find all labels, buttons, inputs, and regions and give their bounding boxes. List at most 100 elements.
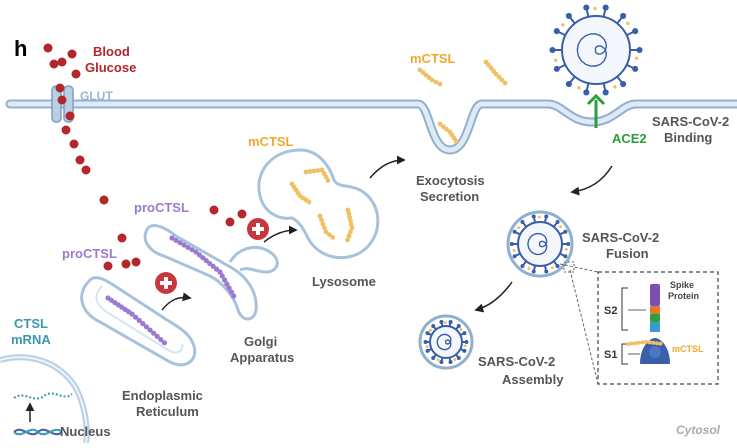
glucose-dot <box>225 217 235 227</box>
mctsl-bead <box>436 358 440 362</box>
mctsl-bead <box>613 85 617 89</box>
bead <box>319 167 325 173</box>
procTSL-golgi-chain <box>169 235 237 299</box>
mctsl-bead <box>453 357 457 361</box>
nucleus <box>0 354 90 444</box>
spike-protein-inset <box>559 261 719 385</box>
bead <box>322 225 327 231</box>
ace2-receptor <box>586 93 606 128</box>
sars-cov-2-virion-fusion <box>506 210 574 278</box>
bead <box>502 80 508 86</box>
mctsl-bead <box>463 344 467 348</box>
mctsl-bead <box>577 86 581 90</box>
procTSL-er-chain <box>105 295 167 346</box>
procTSL-chain-golgi <box>169 235 237 299</box>
mctsl-inset-chain <box>626 340 663 346</box>
ctsl-mrna-label-line2: mRNA <box>11 332 51 347</box>
spike-head <box>544 214 549 219</box>
mctsl-bead <box>527 266 531 270</box>
bead <box>644 340 648 344</box>
glucose-dot <box>55 83 65 93</box>
spike-head <box>520 219 525 224</box>
mctsl-bead <box>537 215 541 219</box>
spike-head <box>602 89 609 96</box>
bead <box>221 277 228 283</box>
bead <box>640 340 645 345</box>
spike-head <box>448 359 453 364</box>
bead <box>161 340 167 346</box>
spike-head <box>549 46 556 54</box>
spike-head <box>431 356 436 361</box>
binding-label-line2: Binding <box>664 130 712 145</box>
spike-head <box>566 242 571 246</box>
spike-head <box>565 12 572 20</box>
bead <box>323 174 329 180</box>
plus-icon-er <box>155 272 177 294</box>
mctsl-bead <box>559 225 563 229</box>
mctsl-lyso-2 <box>317 213 336 240</box>
panel-letter: h <box>14 36 27 61</box>
bead <box>346 211 352 217</box>
spike-head <box>544 269 549 274</box>
bead <box>499 77 505 83</box>
glucose-dot <box>99 195 109 205</box>
bead <box>151 330 157 336</box>
spike-head <box>512 229 517 234</box>
bead <box>323 229 329 235</box>
bead <box>319 217 324 223</box>
glucose-dot <box>43 43 53 53</box>
bead <box>636 340 641 345</box>
bead <box>224 281 230 287</box>
glucose-dot <box>117 233 127 243</box>
spike-head <box>553 28 560 35</box>
spike-head <box>636 46 643 54</box>
glucose-dot <box>131 257 141 267</box>
bead <box>626 342 630 346</box>
exocytosis-label-line2: Secretion <box>420 189 479 204</box>
inset-mctsl-label: mCTSL <box>672 344 704 354</box>
bead <box>306 199 312 205</box>
bead <box>629 341 634 346</box>
bead <box>207 260 213 267</box>
bead <box>193 249 199 255</box>
spike-head <box>431 323 436 328</box>
bead <box>213 266 220 272</box>
bead <box>158 337 164 343</box>
spike-head <box>439 320 444 325</box>
golgi-label-line1: Golgi <box>244 334 277 349</box>
glut-label: GLUT <box>80 89 113 103</box>
plus-icon-golgi <box>247 218 269 240</box>
sars-cov-2-virion-assembly <box>418 314 474 370</box>
bead <box>345 237 350 243</box>
bead <box>147 327 153 333</box>
nucleus-label: Nucleus <box>60 424 111 439</box>
ace2-label: ACE2 <box>612 131 647 146</box>
mctsl-secreted-2 <box>483 59 508 86</box>
exocytosis-label-line1: Exocytosis <box>416 173 485 188</box>
mctsl-lyso-1 <box>289 181 312 205</box>
fusion-label-line1: SARS-CoV-2 <box>582 230 659 245</box>
assembly-label-line2: Assembly <box>502 372 564 387</box>
spike-head <box>583 4 590 11</box>
bead <box>177 240 183 246</box>
binding-label-line1: SARS-CoV-2 <box>652 114 729 129</box>
bead <box>317 213 323 219</box>
mctsl-bead <box>626 21 630 26</box>
bead <box>129 311 135 317</box>
bead <box>437 81 443 87</box>
glucose-dot <box>49 59 59 69</box>
bead <box>346 233 352 239</box>
glucose-dot <box>103 261 113 271</box>
bead <box>217 269 223 275</box>
bead <box>181 242 187 248</box>
spike-head <box>531 214 536 219</box>
spike-head <box>464 340 469 344</box>
blood-glucose-label-line1: Blood <box>93 44 130 59</box>
blood-glucose-label-line2: Glucose <box>85 60 136 75</box>
glucose-molecules <box>43 43 247 271</box>
bead <box>326 232 332 238</box>
mctsl-chain-inset <box>626 340 663 346</box>
mctsl-bead <box>564 247 568 251</box>
